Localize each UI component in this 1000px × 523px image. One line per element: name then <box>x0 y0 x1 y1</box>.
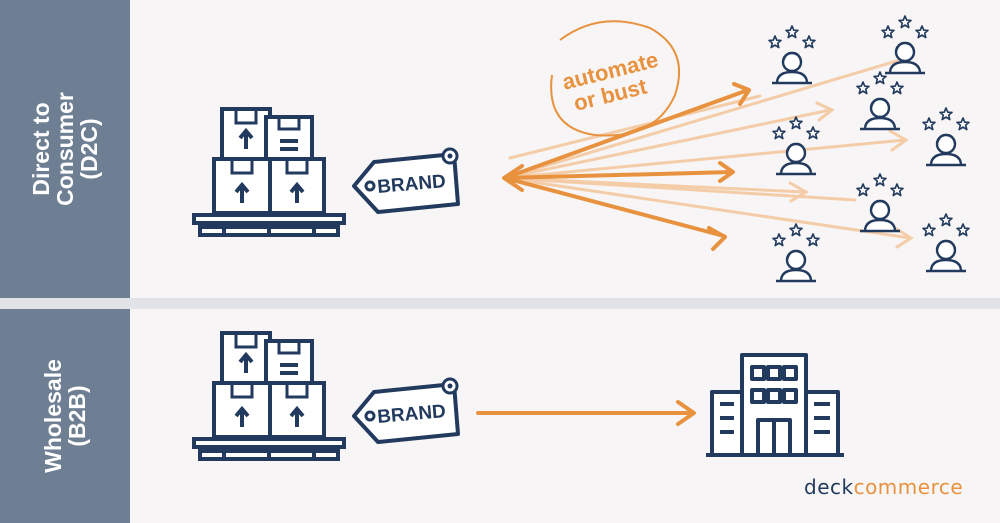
logo-part-deck: deck <box>804 475 854 499</box>
customer-with-stars-icon <box>857 72 903 129</box>
customer-with-stars-icon <box>769 26 815 83</box>
b2b-sidebar <box>0 309 130 523</box>
office-building-icon <box>706 353 844 457</box>
customer-with-stars-icon <box>857 174 903 231</box>
customer-with-stars-icon <box>923 214 969 271</box>
deckcommerce-logo: deckcommerce <box>804 475 963 499</box>
pallet-boxes-icon <box>194 109 344 235</box>
logo-part-commerce: commerce <box>853 475 964 499</box>
automate-callout: automate or bust <box>550 20 681 137</box>
customer-with-stars-icon <box>773 117 819 174</box>
customer-with-stars-icon <box>773 224 819 281</box>
brand-tag-icon: BRAND <box>352 147 460 214</box>
brand-tag-icon: BRAND <box>352 377 460 444</box>
fan-arrows-light <box>503 58 914 249</box>
d2c-sidebar <box>0 0 130 298</box>
pallet-boxes-icon <box>194 333 344 459</box>
customer-with-stars-icon <box>923 108 969 165</box>
section-divider <box>0 298 1000 309</box>
b2b-arrow <box>476 400 696 426</box>
